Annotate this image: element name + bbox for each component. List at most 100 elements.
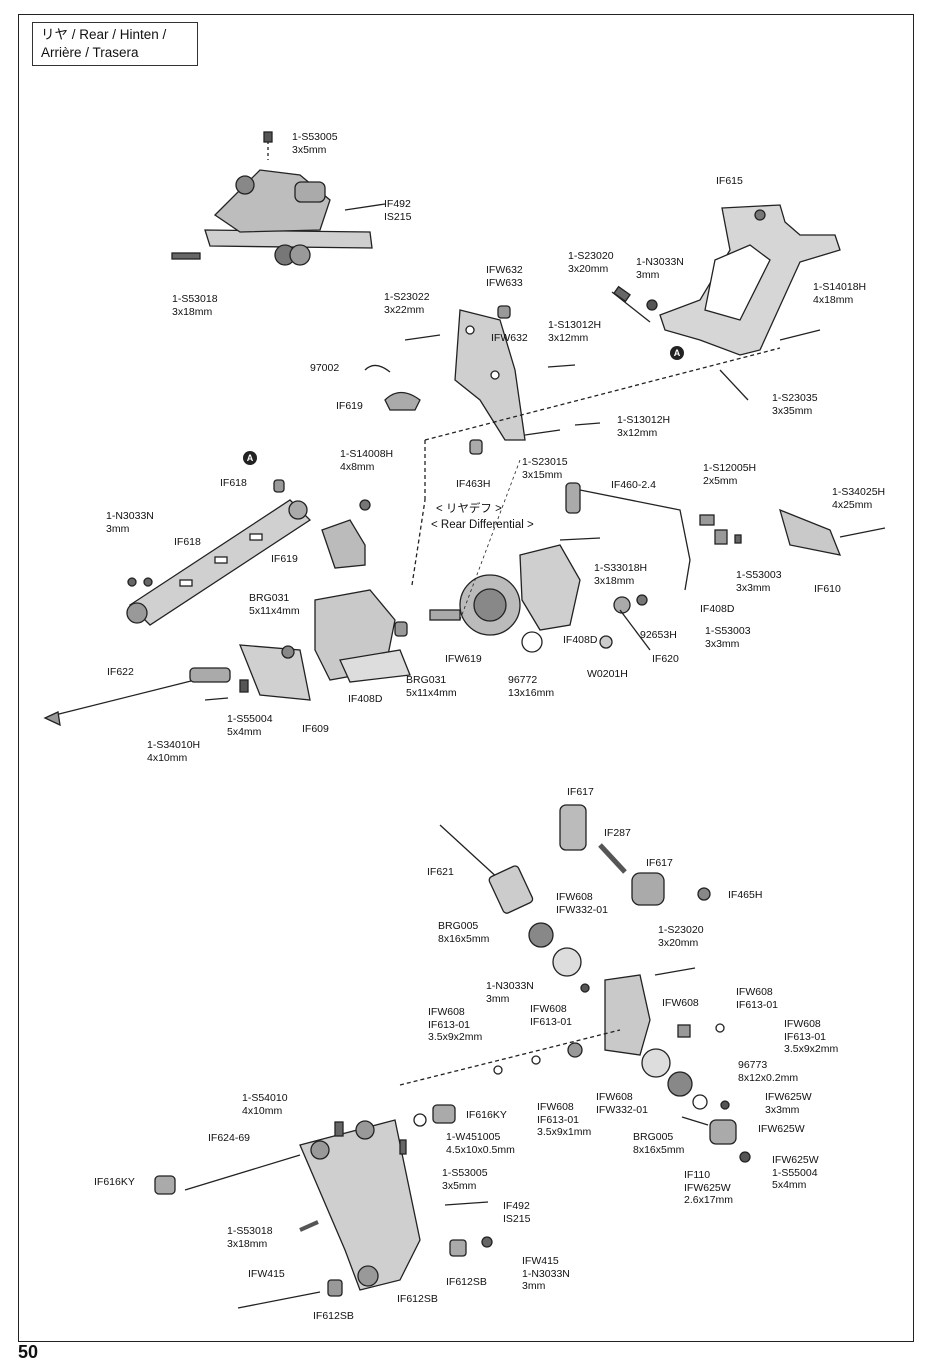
part-label-line: IFW625W: [758, 1123, 805, 1135]
part-label-line: 3x18mm: [172, 305, 213, 318]
part-label-line: 1-S53005: [292, 131, 338, 143]
part-label-line: 1-N3033N: [486, 980, 534, 992]
part-label-line: 3x3mm: [705, 637, 740, 650]
part-label-line: IFW608: [556, 891, 593, 903]
title-line-2: Arrière / Trasera: [41, 45, 139, 60]
part-label-line: IF618: [174, 536, 201, 548]
part-label-line: IFW625W: [772, 1154, 819, 1166]
part-label-line: IF618: [220, 477, 247, 489]
part-label-line: 92653H: [640, 629, 677, 641]
part-label-line: 1-S12005H: [703, 462, 757, 474]
part-label-97002: 97002: [310, 362, 339, 375]
part-label-line: IFW415: [248, 1268, 285, 1280]
part-label-line: 8x16x5mm: [633, 1143, 685, 1156]
part-label-line: 4x10mm: [242, 1104, 283, 1117]
part-label-if609: IF609: [302, 723, 329, 736]
part-label-if616ky-b: IF616KY: [94, 1176, 135, 1189]
part-label-line: 96773: [738, 1059, 768, 1071]
rear-bulkhead-tower-art: [364, 305, 601, 455]
part-label-line: IFW608: [784, 1018, 821, 1030]
part-label-line: IFW625W: [765, 1091, 812, 1103]
rear-suspension-assembly-art: [171, 131, 386, 266]
part-label-if460: IF460-2.4: [611, 479, 656, 492]
part-label-line: 2.6x17mm: [684, 1194, 734, 1206]
part-label-line: IF110: [684, 1169, 711, 1181]
part-label-line: IF612SB: [313, 1310, 354, 1322]
part-label-if612sb-b: IF612SB: [397, 1293, 438, 1306]
part-label-line: 3.5x9x2mm: [784, 1043, 839, 1055]
part-label-line: IF620: [652, 653, 679, 665]
part-label-if463h: IF463H: [456, 478, 490, 491]
section-label-diff-jp: < リヤデフ >: [436, 503, 502, 515]
part-label-line: IF408D: [563, 634, 598, 646]
part-label-line: 1-S33018H: [594, 562, 648, 574]
part-label-ifw625w-b: IFW625W: [758, 1123, 805, 1136]
part-label-line: IF621: [427, 866, 454, 878]
part-label-if612sb-a: IF612SB: [446, 1276, 487, 1289]
part-label-line: IFW332-01: [556, 903, 608, 916]
wing-mount-art: [611, 204, 841, 401]
part-label-line: 1-S53018: [172, 293, 218, 305]
part-label-line: IF612SB: [397, 1293, 438, 1305]
part-label-line: W0201H: [587, 668, 628, 680]
part-label-line: 8x12x0.2mm: [738, 1071, 799, 1084]
part-label-if624: IF624-69: [208, 1132, 250, 1145]
part-label-line: BRG031: [249, 592, 290, 604]
part-label-line: 3x15mm: [522, 468, 563, 481]
part-label-if408d-a: IF408D: [700, 603, 734, 616]
part-label-line: IFW608: [537, 1101, 574, 1113]
part-label-line: 1-S23035: [772, 392, 818, 404]
part-label-line: IF613-01: [530, 1015, 573, 1028]
part-label-line: 1-S23020: [658, 924, 704, 936]
part-label-ifw632: IFW632: [491, 332, 528, 345]
part-label-line: 3x12mm: [617, 426, 658, 439]
part-label-line: 3mm: [486, 992, 510, 1005]
part-label-line: IFW632: [491, 332, 528, 344]
part-label-line: 3.5x9x2mm: [428, 1031, 483, 1043]
part-label-line: 3x20mm: [658, 936, 699, 949]
part-label-line: 3x20mm: [568, 262, 609, 275]
callout-marker-a-1: A: [243, 451, 257, 465]
part-label-line: 4.5x10x0.5mm: [446, 1143, 515, 1156]
part-label-line: IF613-01: [736, 998, 779, 1011]
part-label-line: BRG005: [633, 1131, 674, 1143]
part-label-line: 1-S53003: [736, 569, 782, 581]
part-label-if621: IF621: [427, 866, 454, 879]
callout-marker-a-2: A: [670, 346, 684, 360]
part-label-line: 1-S34010H: [147, 739, 201, 751]
part-label-if465h: IF465H: [728, 889, 762, 902]
part-label-line: 5x4mm: [772, 1179, 807, 1191]
part-label-line: 3x3mm: [736, 581, 771, 594]
sway-bar-art: [565, 482, 886, 651]
part-label-line: 1-S55004: [227, 713, 273, 725]
part-label-if622: IF622: [107, 666, 134, 679]
part-label-line: 1-N3033N: [106, 510, 154, 522]
page-frame: [18, 14, 914, 1342]
part-label-line: 3x5mm: [292, 143, 327, 156]
part-label-if619-a: IF619: [336, 400, 363, 413]
